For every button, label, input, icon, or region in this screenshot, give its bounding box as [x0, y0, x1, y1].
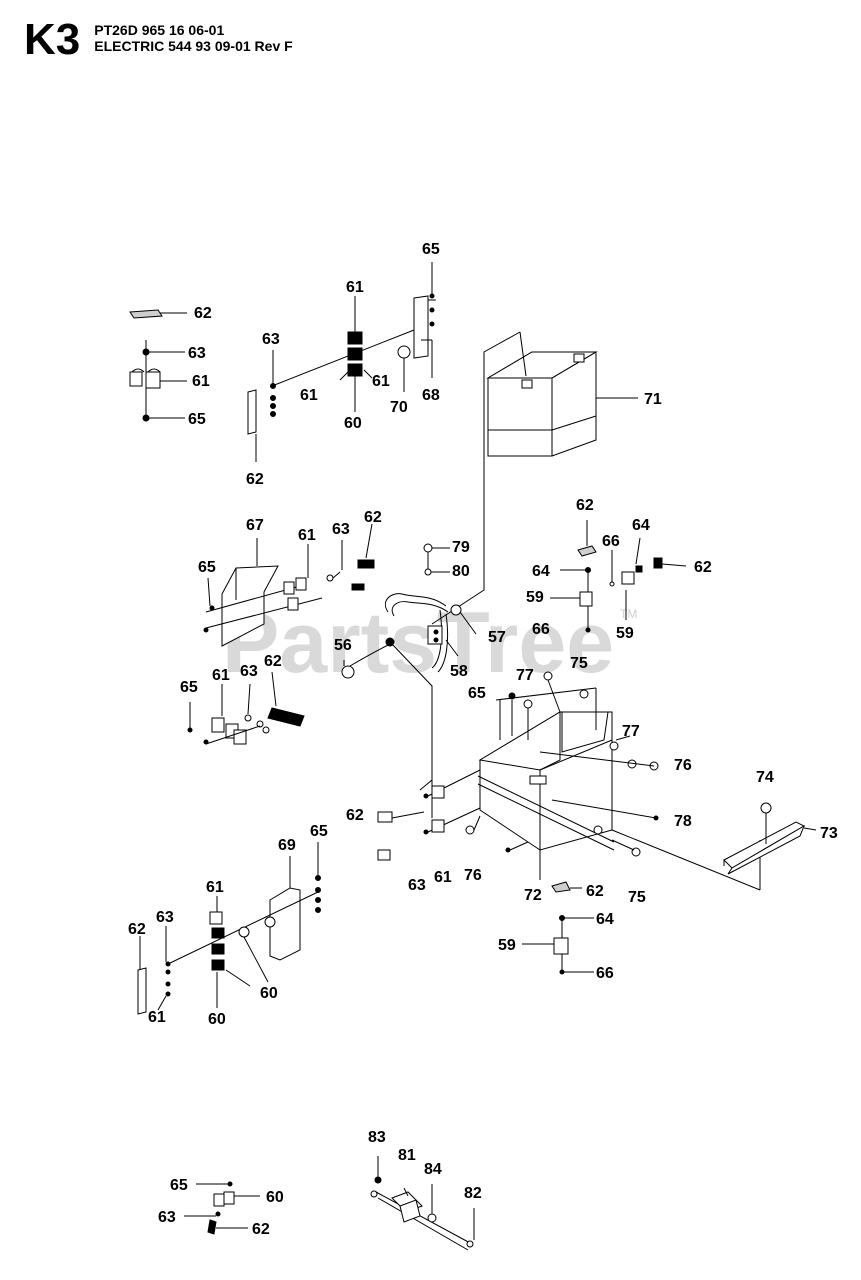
callout-label: 63 — [188, 345, 206, 362]
fuse-holder — [370, 1156, 475, 1251]
callout-label: 65 — [310, 823, 328, 840]
callout-label: 66 — [596, 965, 614, 982]
callout-label: 81 — [398, 1147, 416, 1164]
callout-label: 69 — [278, 837, 296, 854]
section-line: ELECTRIC 544 93 09-01 Rev F — [94, 38, 293, 54]
callout-label: 72 — [524, 887, 542, 904]
watermark-text: PartsTree — [222, 595, 614, 691]
model-info: PT26D 965 16 06-01 ELECTRIC 544 93 09-01… — [94, 18, 292, 54]
callout-label: 65 — [180, 679, 198, 696]
callout-label: 63 — [332, 521, 350, 538]
callout-label: 57 — [488, 629, 506, 646]
callout-label: 62 — [364, 509, 382, 526]
hold-down-bar — [723, 802, 817, 875]
callout-label: 74 — [756, 769, 774, 786]
callout-label: 64 — [532, 563, 550, 580]
callout-label: 64 — [632, 517, 650, 534]
callout-label: 83 — [368, 1129, 386, 1146]
callout-label: 70 — [390, 399, 408, 416]
page-header: K3 PT26D 965 16 06-01 ELECTRIC 544 93 09… — [24, 18, 293, 62]
callout-label: 61 — [206, 879, 224, 896]
callout-label: 61 — [148, 1009, 166, 1026]
callout-label: 68 — [422, 387, 440, 404]
page-code: K3 — [24, 15, 81, 64]
watermark-tm: TM — [620, 607, 637, 621]
callout-label: 62 — [128, 921, 146, 938]
callout-label: 61 — [212, 667, 230, 684]
callout-label: 60 — [344, 415, 362, 432]
clamp-assembly-bottom-left — [184, 1181, 260, 1235]
clamp-assembly-bottom-right — [522, 881, 594, 975]
callout-label: 71 — [644, 391, 662, 408]
callout-label: 63 — [158, 1209, 176, 1226]
callout-label: 60 — [208, 1011, 226, 1028]
callout-label: 62 — [264, 653, 282, 670]
clamp-assembly-left-lower — [187, 671, 305, 745]
callout-label: 63 — [408, 877, 426, 894]
callout-label: 64 — [596, 911, 614, 928]
clamp-assembly-top-left — [129, 309, 187, 422]
callout-label: 75 — [570, 655, 588, 672]
callout-label: 62 — [246, 471, 264, 488]
callout-label: 61 — [300, 387, 318, 404]
callout-label: 61 — [192, 373, 210, 390]
callout-label: 65 — [170, 1177, 188, 1194]
callout-label: 59 — [498, 937, 516, 954]
callout-label: 84 — [424, 1161, 442, 1178]
callout-label: 61 — [298, 527, 316, 544]
callout-label: 73 — [820, 825, 838, 842]
callout-label: 62 — [346, 807, 364, 824]
callout-label: 60 — [266, 1189, 284, 1206]
callout-label: 75 — [628, 889, 646, 906]
wiring-harness-center — [341, 543, 477, 818]
callout-label: 77 — [622, 723, 640, 740]
battery — [431, 331, 638, 625]
callout-label: 56 — [334, 637, 352, 654]
callout-labels: 65 61 63 61 61 60 70 68 62 63 61 65 62 7… — [128, 241, 838, 1238]
relay-bracket-lower — [137, 842, 321, 1015]
callout-label: 82 — [464, 1185, 482, 1202]
callout-label: 65 — [188, 411, 206, 428]
callout-label: 62 — [194, 305, 212, 322]
callout-label: 77 — [516, 667, 534, 684]
callout-label: 79 — [452, 539, 470, 556]
callout-label: 63 — [240, 663, 258, 680]
callout-label: 80 — [452, 563, 470, 580]
callout-label: 76 — [674, 757, 692, 774]
callout-label: 66 — [532, 621, 550, 638]
callout-label: 61 — [346, 279, 364, 296]
callout-label: 60 — [260, 985, 278, 1002]
callout-label: 78 — [674, 813, 692, 830]
relay-bracket-top — [247, 262, 436, 462]
callout-label: 62 — [586, 883, 604, 900]
callout-label: 61 — [434, 869, 452, 886]
callout-label: 65 — [422, 241, 440, 258]
clamp-assembly-right — [550, 520, 687, 633]
callout-label: 76 — [464, 867, 482, 884]
callout-label: 67 — [246, 517, 264, 534]
callout-label: 62 — [694, 559, 712, 576]
callout-label: 59 — [526, 589, 544, 606]
callout-label: 63 — [262, 331, 280, 348]
callout-label: 66 — [602, 533, 620, 550]
callout-label: 65 — [468, 685, 486, 702]
callout-label: 59 — [616, 625, 634, 642]
relay-bracket-middle — [203, 523, 375, 647]
model-line: PT26D 965 16 06-01 — [94, 22, 225, 38]
callout-label: 61 — [372, 373, 390, 390]
callout-label: 62 — [252, 1221, 270, 1238]
callout-label: 62 — [576, 497, 594, 514]
callout-label: 63 — [156, 909, 174, 926]
callout-label: 65 — [198, 559, 216, 576]
callout-label: 58 — [450, 663, 468, 680]
battery-box — [377, 671, 761, 891]
